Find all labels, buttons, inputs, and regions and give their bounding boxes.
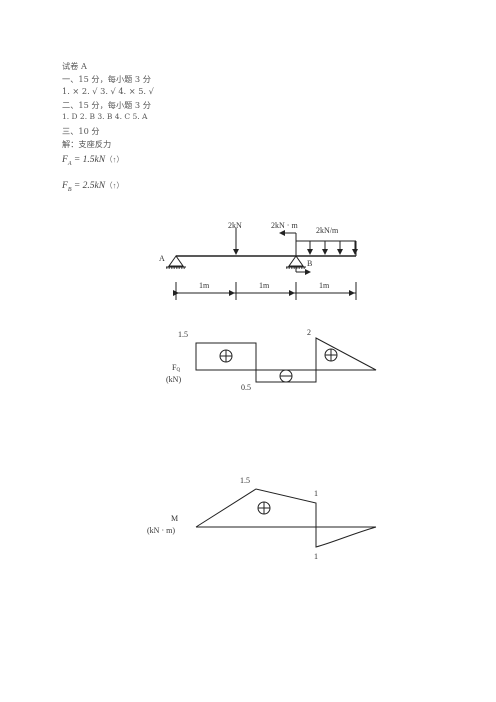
shear-triangle-region	[315, 337, 377, 371]
dim-label-2: 1m	[259, 281, 270, 290]
point-load-label: 2kN	[228, 221, 242, 230]
section-two-answers: 1. D 2. B 3. B 4. C 5. A	[62, 112, 148, 121]
section-one-answers: 1. × 2. √ 3. √ 4. × 5. √	[62, 86, 154, 96]
beam-diagram: A B 2kN 2kN · m 2kN/m	[159, 221, 358, 300]
section-one-heading: 一、15 分，每小题 3 分	[62, 74, 151, 84]
plus-sign-icon	[324, 348, 338, 362]
moment-unit-label: (kN · m)	[147, 526, 175, 535]
shear-value-negative: 0.5	[241, 383, 251, 392]
moment-axis-label: M	[171, 514, 178, 523]
moment-load-label: 2kN · m	[271, 221, 298, 230]
moment-positive-curve	[195, 488, 317, 528]
support-a-icon	[166, 255, 186, 269]
moment-value-negative: 1	[314, 552, 318, 561]
moment-diagram: 1.5 1 1 M (kN · m)	[147, 476, 377, 561]
section-three-heading: 三、10 分	[62, 126, 100, 136]
shear-value-left: 1.5	[178, 330, 188, 339]
support-b-label: B	[307, 259, 312, 268]
dimension-line	[173, 282, 357, 300]
moment-value-positive: 1	[314, 489, 318, 498]
dim-label-1: 1m	[199, 281, 210, 290]
moment-negative-curve	[315, 526, 377, 548]
shear-axis-label: FQ	[172, 363, 180, 373]
shear-positive-region	[195, 342, 257, 371]
shear-value-right: 2	[307, 328, 311, 337]
support-a-label: A	[159, 254, 165, 263]
shear-unit-label: (kN)	[166, 375, 181, 384]
shear-diagram: 1.5 2 0.5 FQ (kN)	[166, 328, 377, 392]
distributed-load	[296, 240, 358, 256]
minus-sign-icon	[279, 369, 293, 383]
plus-sign-icon	[257, 501, 271, 515]
reaction-fb: FB = 2.5kN（↑）	[62, 181, 124, 193]
distributed-load-label: 2kN/m	[316, 226, 339, 235]
plus-sign-icon	[219, 349, 233, 363]
solution-intro: 解：支座反力	[62, 139, 112, 149]
exam-title: 试卷 A	[62, 61, 87, 71]
dim-label-3: 1m	[319, 281, 330, 290]
section-two-heading: 二、15 分，每小题 3 分	[62, 100, 151, 110]
moment-value-peak: 1.5	[240, 476, 250, 485]
reaction-fa: FA = 1.5kN（↑）	[62, 155, 124, 167]
